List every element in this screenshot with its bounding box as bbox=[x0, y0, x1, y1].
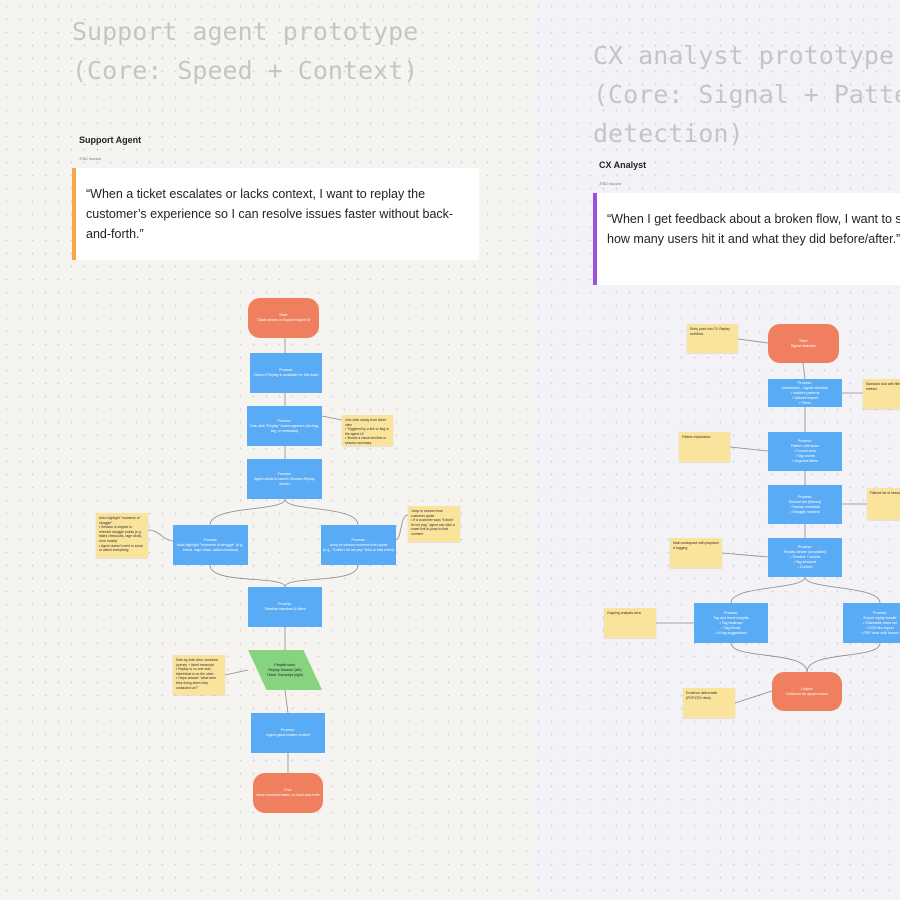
sticky-note[interactable]: Entry point into CX Replay workflow bbox=[687, 324, 738, 353]
flow-process[interactable]: Process: One-click "Replay" button appea… bbox=[247, 406, 322, 446]
flow-process[interactable]: Process: Export replay bundle • Shareabl… bbox=[843, 603, 900, 643]
section-title: CX analyst prototype (Core: Signal + Pat… bbox=[593, 41, 900, 148]
flow-process[interactable]: Process: Replay viewer (annotated) • Tim… bbox=[768, 538, 842, 577]
sticky-note[interactable]: One-click replay from ticket view • Trig… bbox=[342, 415, 393, 446]
flow-start[interactable]: Start: Signal detection bbox=[768, 324, 839, 363]
persona-sub: JTBD focused bbox=[599, 182, 621, 186]
flow-process[interactable]: Process: Agent clicks to launch Session … bbox=[247, 459, 322, 499]
sticky-note[interactable]: Main workspace with playback & tagging bbox=[670, 538, 722, 568]
flow-process[interactable]: Process: Dashboard – signal overview • I… bbox=[768, 379, 842, 407]
jtbd-quote: “When a ticket escalates or lacks contex… bbox=[72, 168, 479, 260]
flow-process[interactable]: Process: Tag and trend insights • Tag he… bbox=[694, 603, 768, 643]
flow-start[interactable]: Start: Ticket arrives in Support Agent U… bbox=[248, 298, 319, 338]
flow-process[interactable]: Process: Agent gains instant context bbox=[251, 713, 325, 753]
sticky-note[interactable]: Pattern exploration bbox=[679, 432, 730, 462]
sticky-note[interactable]: Ongoing analysis area bbox=[604, 608, 656, 638]
sticky-note[interactable]: Filtered list of sessions bbox=[867, 488, 900, 520]
sticky-note[interactable]: Standard look with filters and metrics bbox=[863, 379, 900, 409]
sticky-note[interactable]: Evidence deliverable (PDF/CSV deck) bbox=[683, 688, 735, 718]
sticky-note[interactable]: Auto-highlight "moments of struggle" • S… bbox=[96, 513, 148, 558]
flow-process[interactable]: Process: Auto-highlight "moments of stru… bbox=[173, 525, 248, 565]
flow-process[interactable]: Process: Jump to session moment from quo… bbox=[321, 525, 396, 565]
flow-output[interactable]: Output: Evidence for apoprovision bbox=[772, 672, 842, 711]
flow-end[interactable]: End: Issue resolved faster, no back-and-… bbox=[253, 773, 323, 813]
section-title: Support agent prototype (Core: Speed + C… bbox=[72, 17, 419, 85]
flow-process[interactable]: Process: Check if Replay is available fo… bbox=[250, 353, 322, 393]
flow-process[interactable]: Process: Pattern drill-down • Funnel vie… bbox=[768, 432, 842, 471]
flow-process[interactable]: Process: Timeline overview & filters bbox=[248, 587, 322, 627]
sticky-note[interactable]: Jump to session from customer quote • If… bbox=[408, 506, 460, 542]
jtbd-quote: “When I get feedback about a broken flow… bbox=[593, 193, 900, 285]
flow-process[interactable]: Process: Session list (filtered) • Repla… bbox=[768, 485, 842, 524]
sticky-note[interactable]: Side-by-side view: customer journey + ti… bbox=[173, 655, 225, 695]
persona-heading: Support Agent bbox=[79, 135, 142, 145]
canvas-left bbox=[0, 0, 532, 900]
persona-heading: CX Analyst bbox=[599, 160, 647, 170]
persona-sub: JTBD focused bbox=[79, 157, 101, 161]
